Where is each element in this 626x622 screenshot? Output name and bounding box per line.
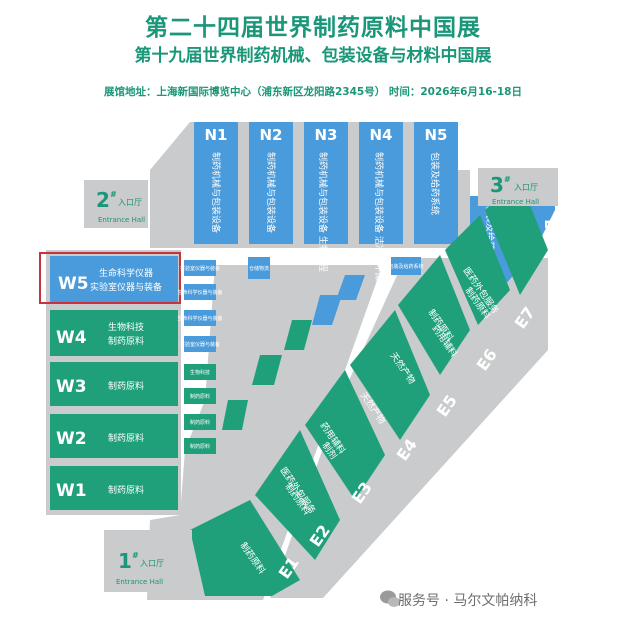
hall-w2[interactable]: W2 制药原料: [50, 414, 178, 458]
entrance-2-sup: #: [110, 190, 117, 199]
hall-w1-name: 制药原料: [108, 484, 144, 496]
hall-w4-name: 生物科技: [108, 321, 144, 333]
hall-w5-name: 生命科学仪器: [99, 267, 153, 279]
hall-n1-1-name: 仓储物流: [249, 265, 269, 272]
hall-n4[interactable]: N4 制药机械与包装设备 洁净与环保: [359, 122, 403, 281]
entrance-1-num: 1: [118, 549, 132, 573]
west-halls: W5 生命科学仪器 实验室仪器与装备 W4 生物科技 制药原料 W3 制药原料 …: [39, 252, 181, 510]
entrance-1-sup: #: [132, 551, 139, 560]
pod-w4-2-name: 实验室仪器与装备: [180, 341, 220, 348]
hall-w4-code: W4: [56, 328, 87, 348]
hall-n4-name: 制药机械与包装设备 洁净与环保: [373, 152, 385, 281]
hall-n2-name: 制药机械与包装设备: [265, 152, 277, 233]
pod-e-5[interactable]: [222, 400, 248, 430]
entrance-3-sup: #: [504, 175, 511, 184]
hall-n5-name: 包装及给药系统: [429, 152, 441, 215]
pod-w3-2[interactable]: [184, 388, 216, 404]
entrance-1[interactable]: 1 # 入口厅 Entrance Hall: [104, 530, 192, 592]
hall-w3[interactable]: W3 制药原料: [50, 362, 178, 406]
pod-w4-2[interactable]: [184, 336, 216, 352]
hall-n5-1-name: 包装及给药系统: [388, 263, 423, 270]
hall-w2-code: W2: [56, 429, 87, 449]
pod-w5-1[interactable]: [184, 260, 216, 276]
hall-n5-code: N5: [425, 126, 448, 144]
pod-w3-1-name: 生物科技: [190, 369, 210, 376]
hall-n1-1-gate: [248, 283, 268, 303]
venue-info: 展馆地址：上海新国际博览中心（浦东新区龙阳路2345号） 时间：2026年6月1…: [104, 86, 522, 98]
page-title: 第二十四届世界制药原料中国展: [145, 15, 481, 41]
hall-w3-code: W3: [56, 377, 87, 397]
hall-w5-highlight: [39, 252, 181, 304]
hall-w4-name-2: 制药原料: [108, 335, 144, 347]
pod-e-2[interactable]: [312, 295, 342, 325]
hall-n1-code: N1: [205, 126, 228, 144]
pod-w4-1[interactable]: [184, 310, 216, 326]
hall-n5-1[interactable]: [391, 257, 421, 275]
hall-w3-name: 制药原料: [108, 380, 144, 392]
hall-w5[interactable]: W5 生命科学仪器 实验室仪器与装备: [39, 252, 181, 304]
hall-w4[interactable]: W4 生物科技 制药原料: [50, 310, 178, 356]
entrance-3-en: Entrance Hall: [492, 198, 539, 206]
pod-e-3[interactable]: [284, 320, 312, 350]
pod-w2-2[interactable]: [184, 438, 216, 454]
hall-n5[interactable]: N5 包装及给药系统: [414, 122, 458, 244]
hall-e2[interactable]: E2 医药外包服务 制药原料: [255, 430, 340, 560]
hall-w1-code: W1: [56, 481, 87, 501]
small-diagonal-pods: [222, 275, 365, 430]
entrance-3-num: 3: [490, 173, 504, 197]
hall-e1[interactable]: E1 制药原料: [190, 500, 303, 596]
hall-n2-code: N2: [260, 126, 283, 144]
pod-w4-1-name: 生命科学仪器与装备: [177, 315, 222, 322]
entrance-1-en: Entrance Hall: [116, 578, 163, 586]
hall-w1[interactable]: W1 制药原料: [50, 466, 178, 510]
pod-w2-2-name: 制药原料: [190, 443, 210, 450]
hall-n1[interactable]: N1 制药机械与包装设备: [194, 122, 238, 244]
pod-w5-2[interactable]: [184, 284, 216, 300]
hall-w2-name: 制药原料: [108, 432, 144, 444]
hall-n3[interactable]: N3 制药机械与包装设备 生物工程: [304, 122, 348, 272]
entrance-3-cn: 入口厅: [514, 183, 538, 192]
pod-e-1[interactable]: [336, 275, 365, 300]
pod-w3-2-name: 制药原料: [190, 393, 210, 400]
hall-n2[interactable]: N2 制药机械与包装设备: [249, 122, 293, 244]
entrance-2[interactable]: 2 # 入口厅 Entrance Hall: [84, 180, 148, 228]
entrance-3[interactable]: 3 # 入口厅 Entrance Hall: [478, 168, 558, 206]
entrance-2-cn: 入口厅: [118, 198, 142, 207]
small-west-pods: 实验室仪器与装备 生命科学仪器与装备 生命科学仪器与装备 实验室仪器与装备 生物…: [177, 260, 223, 454]
north-halls: N1 制药机械与包装设备 N2 制药机械与包装设备 N3 制药机械与包装设备 生…: [194, 122, 458, 303]
hall-n1-name: 制药机械与包装设备: [210, 152, 222, 233]
entrance-1-cn: 入口厅: [140, 559, 164, 568]
hall-n3-name: 制药机械与包装设备 生物工程: [317, 152, 329, 272]
entrance-2-en: Entrance Hall: [98, 216, 145, 224]
page-subtitle: 第十九届世界制药机械、包装设备与材料中国展: [134, 46, 492, 66]
pod-w2-1-name: 制药原料: [190, 419, 210, 426]
hall-n1-1[interactable]: [248, 257, 270, 279]
wechat-icon: [380, 590, 400, 607]
hall-w5-name-2: 实验室仪器与装备: [90, 281, 162, 293]
hall-n4-code: N4: [370, 126, 393, 144]
pod-w3-1[interactable]: [184, 364, 216, 380]
pod-w2-1[interactable]: [184, 414, 216, 430]
hall-w5-code: W5: [58, 274, 89, 294]
hall-e8-code: E8: [541, 219, 557, 238]
entrance-2-num: 2: [96, 188, 110, 212]
pod-w5-1-name: 实验室仪器与装备: [180, 265, 220, 272]
pod-e-4[interactable]: [252, 355, 282, 385]
pod-w5-2-name: 生命科学仪器与装备: [177, 289, 222, 296]
watermark: 服务号 · 马尔文帕纳科: [398, 593, 538, 609]
hall-n3-code: N3: [315, 126, 338, 144]
